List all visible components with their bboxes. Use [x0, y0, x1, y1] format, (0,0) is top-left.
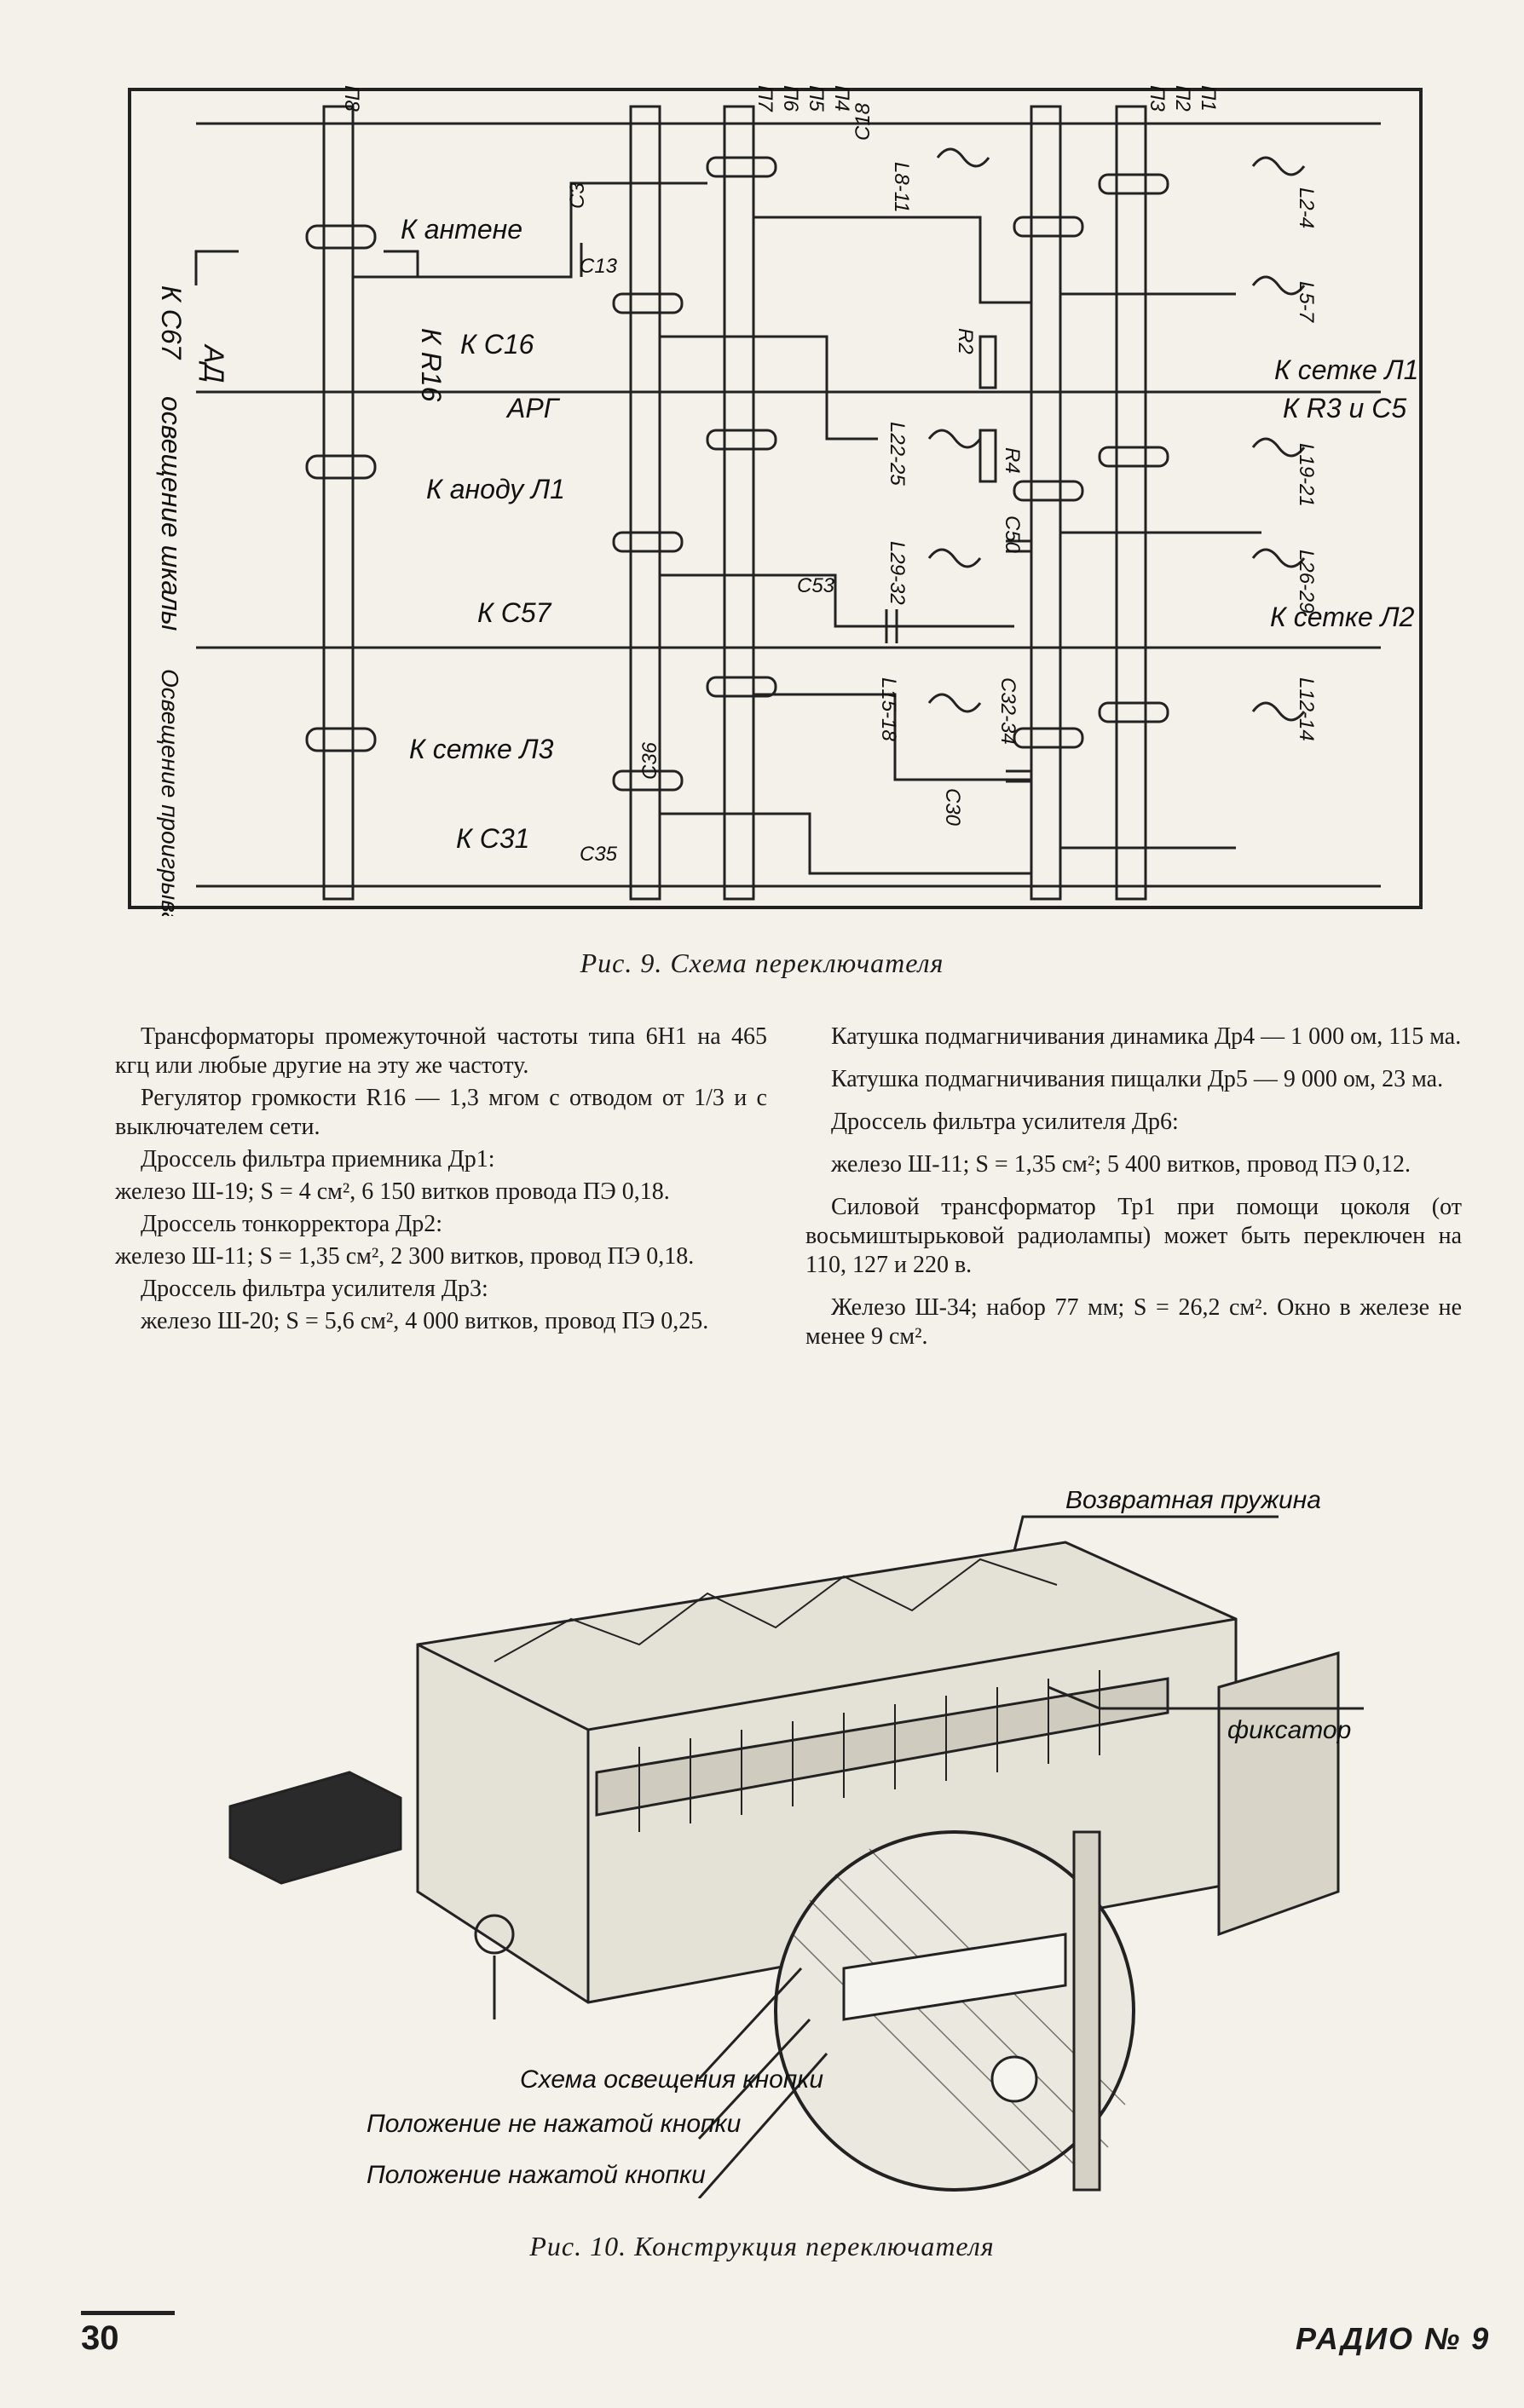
paragraph: железо Ш-11; S = 1,35 см²; 5 400 витков,… — [831, 1151, 1411, 1178]
label-not-pressed: Положение не нажатой кнопки — [367, 2110, 742, 2138]
text-column-left: Трансформаторы промежуточной частоты тип… — [115, 1023, 767, 1339]
label-spring: Возвратная пружина — [1065, 1491, 1321, 1514]
label-p6: П6 — [779, 85, 802, 112]
label-c18: C18 — [851, 102, 875, 141]
label-arg: АРГ — [505, 393, 561, 423]
label-scheme-light: Схема освещения кнопки — [520, 2065, 823, 2094]
paragraph: Катушка подмагничивания динамика Др4 — 1… — [831, 1023, 1462, 1050]
label-k-c57: К C57 — [477, 597, 552, 628]
switch-schematic-diagram: К антене К R16 К C16 АРГ К аноду Л1 К C5… — [128, 85, 1423, 916]
label-c35: C35 — [580, 843, 618, 866]
paragraph: железо Ш-11; S = 1,35 см², 2 300 витков,… — [115, 1243, 695, 1270]
label-c13: C13 — [580, 255, 618, 278]
label-osv-proigr: Освещение проигрывателя — [157, 669, 183, 916]
label-l29-32: L29-32 — [886, 541, 909, 605]
label-p2: П2 — [1171, 85, 1194, 112]
paragraph: железо Ш-19; S = 4 см², 6 150 витков про… — [115, 1178, 670, 1205]
label-p1: П1 — [1197, 85, 1220, 112]
label-p8: П8 — [340, 85, 363, 112]
paragraph: Регулятор громкости R16 — 1,3 мгом с отв… — [115, 1085, 767, 1140]
paragraph: Дроссель фильтра усилителя Др6: — [831, 1109, 1179, 1135]
switch-construction-drawing: Возвратная пружина фиксатор Схема освеще… — [228, 1491, 1364, 2198]
label-ad: АД — [199, 343, 229, 383]
label-fixator: фиксатор — [1227, 1716, 1351, 1744]
label-l19-21: L19-21 — [1295, 443, 1318, 507]
figure-9-caption: Рис. 9. Схема переключателя — [580, 948, 944, 978]
label-k-antene: К антене — [401, 214, 522, 245]
label-k-c67: К C67 — [156, 285, 187, 360]
label-c50: C50 — [1001, 516, 1024, 554]
journal-name: РАДИО № 9 — [1296, 2321, 1491, 2356]
label-l26-29: L26-29 — [1295, 550, 1318, 614]
footer-rule — [81, 2311, 175, 2315]
label-r4: R4 — [1001, 447, 1024, 474]
paragraph: Силовой трансформатор Тр1 при помощи цок… — [805, 1194, 1462, 1278]
label-k-c31: К C31 — [456, 823, 529, 854]
paragraph: Катушка подмагничивания пищалки Др5 — 9 … — [831, 1066, 1444, 1092]
label-l22-25: L22-25 — [886, 422, 909, 486]
label-p3: П3 — [1146, 85, 1169, 112]
label-l15-18: L15-18 — [877, 677, 900, 741]
label-l8-11: L8-11 — [890, 162, 913, 213]
paragraph: Дроссель фильтра усилителя Др3: — [141, 1276, 488, 1302]
paragraph: железо Ш-20; S = 5,6 см², 4 000 витков, … — [141, 1308, 709, 1334]
page-number: 30 — [81, 2319, 119, 2357]
label-c3: C3 — [566, 182, 589, 209]
text-column-right: Катушка подмагничивания динамика Др4 — 1… — [805, 1023, 1462, 1365]
label-k-setke-l2: К сетке Л2 — [1270, 602, 1415, 632]
label-k-c16: К C16 — [460, 329, 534, 360]
paragraph: Железо Ш-34; набор 77 мм; S = 26,2 см². … — [805, 1294, 1462, 1350]
label-osv-shkaly: освещение шкалы — [156, 396, 187, 631]
label-k-setke-l1: К сетке Л1 — [1274, 354, 1418, 385]
label-k-r3c5: К R3 и C5 — [1283, 393, 1406, 423]
label-c32-34: C32-34 — [996, 677, 1019, 745]
label-pressed: Положение нажатой кнопки — [367, 2161, 706, 2189]
figure-10-caption: Рис. 10. Конструкция переключателя — [529, 2231, 995, 2261]
label-k-setke-l3: К сетке Л3 — [409, 734, 554, 764]
label-k-r16: К R16 — [416, 328, 447, 402]
label-p5: П5 — [805, 85, 828, 112]
paragraph: Трансформаторы промежуточной частоты тип… — [115, 1023, 767, 1079]
label-l5-7: L5-7 — [1295, 281, 1318, 324]
label-c36: C36 — [638, 741, 661, 780]
label-p4: П4 — [830, 85, 853, 112]
label-k-anodu: К аноду Л1 — [426, 474, 565, 504]
label-l12-14: L12-14 — [1295, 677, 1318, 741]
label-l2-4: L2-4 — [1295, 187, 1318, 228]
label-c30: C30 — [941, 788, 964, 827]
label-c53: C53 — [797, 574, 835, 597]
label-p7: П7 — [753, 85, 776, 112]
paragraph: Дроссель фильтра приемника Др1: — [141, 1146, 495, 1172]
paragraph: Дроссель тонкорректора Др2: — [141, 1211, 443, 1237]
label-r2: R2 — [954, 328, 977, 354]
